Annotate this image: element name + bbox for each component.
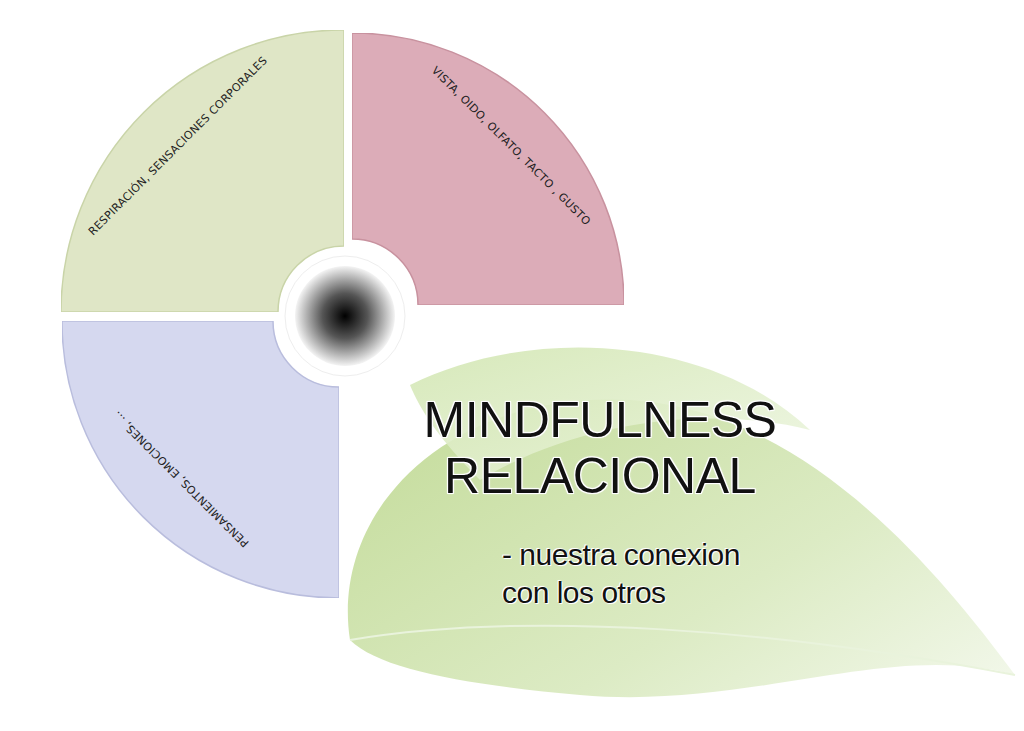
senses-sector-path bbox=[352, 33, 624, 305]
sub-label: - nuestra conexion con los otros bbox=[502, 536, 792, 611]
mind-sector-outline bbox=[62, 321, 339, 598]
mind-sector: PENSAMIENTOS, EMOCIONES, ... bbox=[62, 321, 339, 598]
breath-sector-outline bbox=[61, 30, 344, 312]
leaf-shape: MINDFULNESS RELACIONAL - nuestra conexion… bbox=[330, 310, 1020, 710]
breath-sector: RESPIRACIÓN, SENSACIONES CORPORALES bbox=[61, 30, 344, 312]
leaf-vein bbox=[350, 626, 1015, 675]
leaf-shape-outline bbox=[330, 310, 1020, 710]
senses-sector: VISTA, OIDO, OLFATO, TACTO , GUSTO bbox=[352, 33, 624, 305]
title-label: MINDFULNESS RELACIONAL bbox=[405, 392, 795, 504]
breath-sector-path bbox=[61, 30, 344, 312]
senses-sector-outline bbox=[352, 33, 624, 305]
mind-sector-path bbox=[62, 321, 339, 598]
